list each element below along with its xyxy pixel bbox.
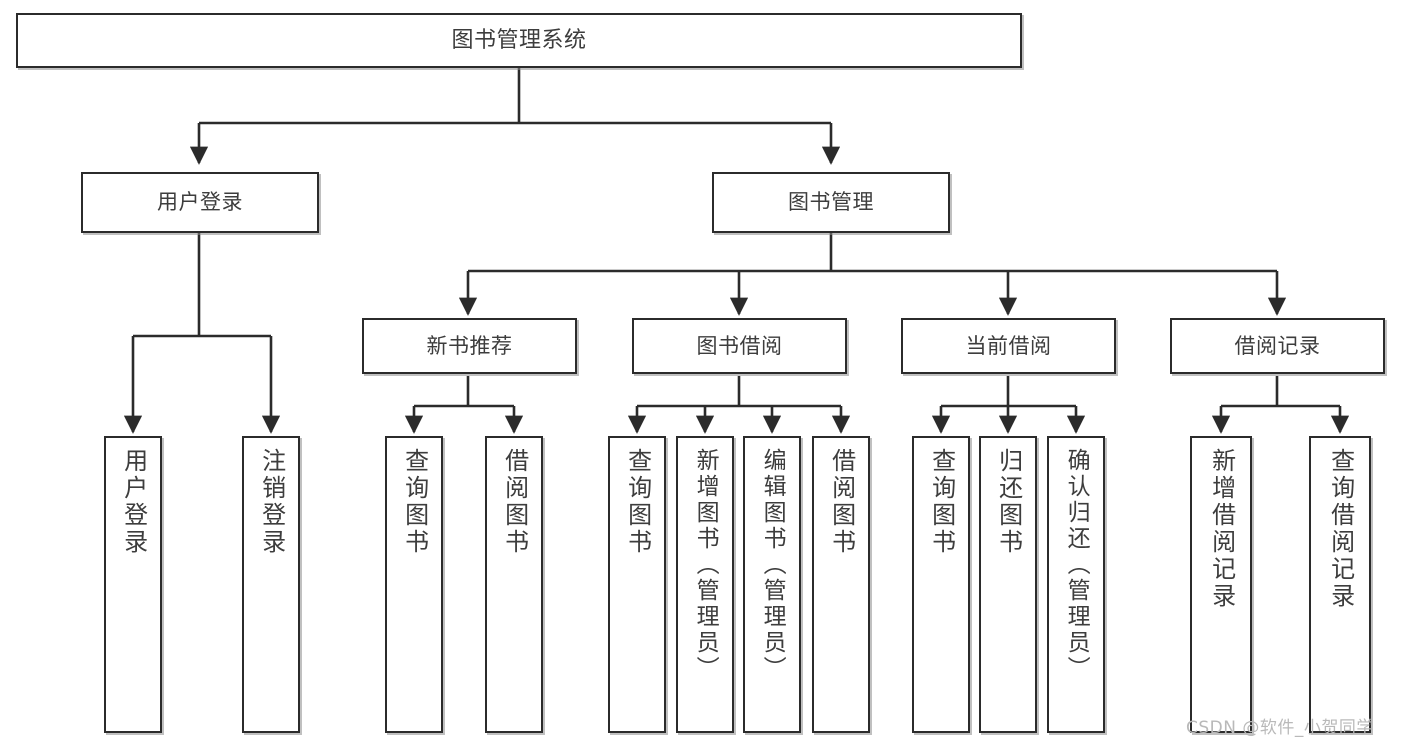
leaf-query-book-recommend[interactable]: 查询图书: [385, 436, 443, 733]
leaf-add-book-admin[interactable]: 新增图书（管理员）: [676, 436, 734, 733]
node-user-login[interactable]: 用户登录: [81, 172, 319, 233]
leaf-query-borrow-record-label: 查询借阅记录: [1326, 448, 1355, 610]
leaf-borrow-book-recommend[interactable]: 借阅图书: [485, 436, 543, 733]
leaf-edit-book-admin[interactable]: 编辑图书（管理员）: [743, 436, 801, 733]
leaf-add-borrow-record-label: 新增借阅记录: [1207, 448, 1236, 610]
leaf-confirm-return-admin-label: 确认归还（管理员）: [1063, 448, 1090, 682]
node-new-book-recommend-label: 新书推荐: [426, 333, 513, 358]
node-root[interactable]: 图书管理系统: [16, 13, 1022, 68]
node-borrow-record[interactable]: 借阅记录: [1170, 318, 1385, 374]
leaf-borrow-book-recommend-label: 借阅图书: [500, 448, 529, 556]
leaf-query-book-borrow-label: 查询图书: [623, 448, 652, 556]
node-book-management[interactable]: 图书管理: [712, 172, 950, 233]
leaf-query-book-borrow[interactable]: 查询图书: [608, 436, 666, 733]
leaf-logout[interactable]: 注销登录: [242, 436, 300, 733]
leaf-query-book-current-label: 查询图书: [927, 448, 956, 556]
leaf-return-book-label: 归还图书: [994, 448, 1023, 556]
leaf-logout-label: 注销登录: [257, 448, 286, 556]
node-current-borrow[interactable]: 当前借阅: [901, 318, 1116, 374]
leaf-query-book-recommend-label: 查询图书: [400, 448, 429, 556]
leaf-edit-book-admin-label: 编辑图书（管理员）: [759, 448, 786, 682]
leaf-query-borrow-record[interactable]: 查询借阅记录: [1309, 436, 1371, 733]
leaf-query-book-current[interactable]: 查询图书: [912, 436, 970, 733]
node-new-book-recommend[interactable]: 新书推荐: [362, 318, 577, 374]
node-book-management-label: 图书管理: [788, 190, 874, 215]
leaf-borrow-book-label: 借阅图书: [827, 448, 856, 556]
leaf-confirm-return-admin[interactable]: 确认归还（管理员）: [1047, 436, 1105, 733]
leaf-user-login-label: 用户登录: [119, 448, 148, 556]
leaf-add-book-admin-label: 新增图书（管理员）: [692, 448, 719, 682]
leaf-add-borrow-record[interactable]: 新增借阅记录: [1190, 436, 1252, 733]
node-root-label: 图书管理系统: [451, 27, 587, 53]
leaf-return-book[interactable]: 归还图书: [979, 436, 1037, 733]
node-book-borrow[interactable]: 图书借阅: [632, 318, 847, 374]
leaf-borrow-book[interactable]: 借阅图书: [812, 436, 870, 733]
leaf-user-login[interactable]: 用户登录: [104, 436, 162, 733]
node-user-login-label: 用户登录: [157, 190, 243, 215]
node-book-borrow-label: 图书借阅: [696, 333, 783, 358]
node-borrow-record-label: 借阅记录: [1234, 333, 1321, 358]
node-current-borrow-label: 当前借阅: [965, 333, 1052, 358]
